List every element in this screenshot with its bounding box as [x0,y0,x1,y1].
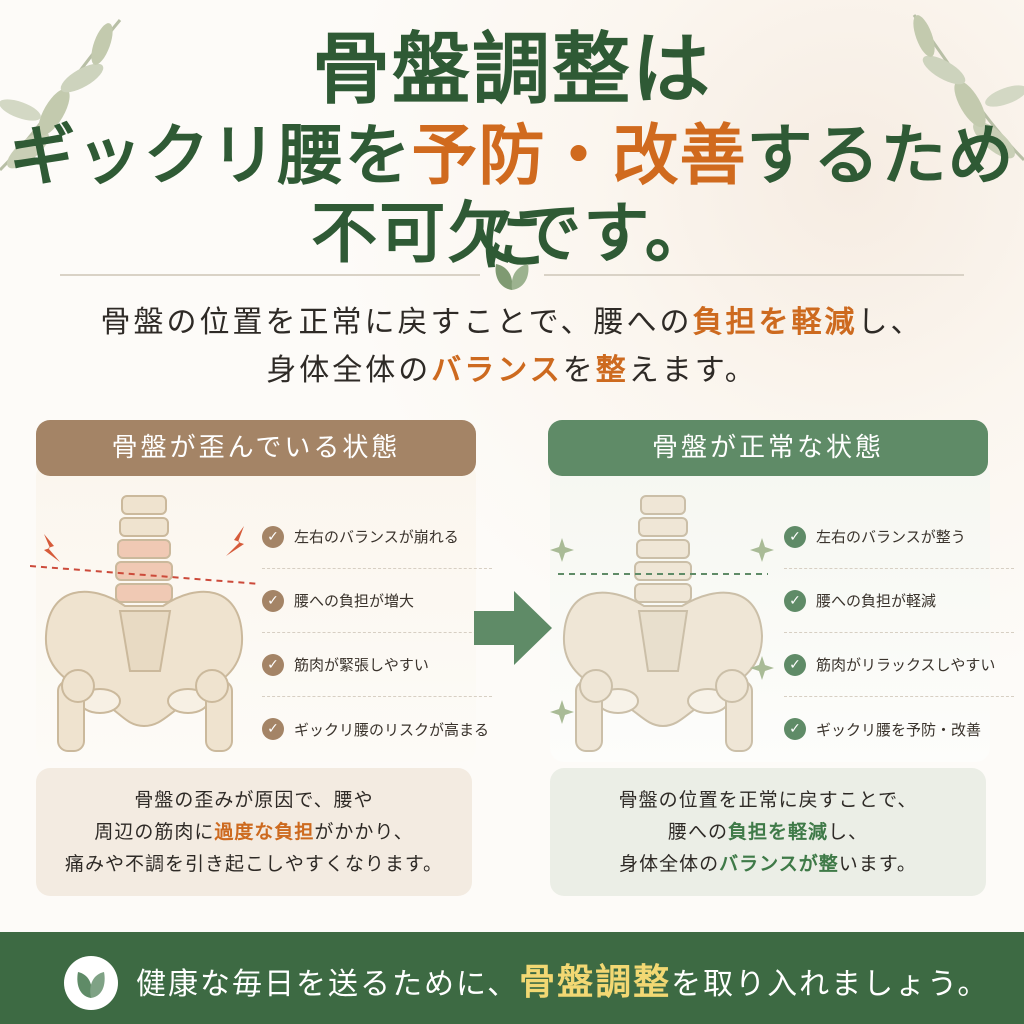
list-item-label: 筋肉がリラックスしやすい [816,656,996,674]
list-item: ✓ 左右のバランスが崩れる [262,505,492,569]
sparkle-icon [750,656,774,680]
right-panel-title: 骨盤が正常な状態 [548,420,988,476]
pain-spark-icon [44,534,60,562]
note-line: 骨盤の歪みが原因で、腰や [134,789,374,811]
footer-highlight: 骨盤調整 [519,962,672,1003]
divider-left [60,274,480,276]
lead-text: えます。 [628,353,758,388]
lead-text: を [562,353,596,388]
sparkle-icon [750,538,774,562]
pain-spark-icon [226,526,244,556]
list-item: ✓ 筋肉がリラックスしやすい [784,633,1014,697]
leaf-branch-icon [912,14,1024,162]
check-icon: ✓ [262,653,284,676]
list-item-label: 左右のバランスが崩れる [294,528,459,546]
note-line: 骨盤の位置を正常に戻すことで、 [618,789,918,811]
footer-message: 健康な毎日を送るために、骨盤調整を取り入れましょう。 [136,956,989,1012]
note-highlight: 過度な負担 [214,821,315,843]
lead-line-1: 骨盤の位置を正常に戻すことで、腰への負担を軽減し、 [0,300,1024,346]
footer-text: を取り入れましょう。 [671,967,990,1002]
note-line: 痛みや不調を引き起こしやすくなります。 [65,853,443,875]
lead-line-2: 身体全体のバランスを整えます。 [0,348,1024,394]
note-text: 腰への [667,821,728,843]
check-icon: ✓ [784,589,806,612]
lead-highlight: 負担を軽減 [692,305,858,340]
note-text: います。 [838,853,917,875]
note-text: がかかり、 [314,821,414,843]
note-text: 身体全体の [619,853,720,875]
arrow-right-icon [474,591,552,665]
lead-text: し、 [857,305,924,340]
divider-right [544,274,964,276]
list-item: ✓ 腰への負担が増大 [262,569,492,633]
note-highlight: 負担を軽減 [727,821,828,843]
lead-text: 身体全体の [266,353,432,388]
list-item: ✓ ギックリ腰を予防・改善 [784,697,1014,761]
sparkle-icon [550,700,574,724]
check-icon: ✓ [784,653,806,676]
note-text: し、 [828,821,869,843]
note-line: 身体全体のバランスが整います。 [550,848,986,880]
check-icon: ✓ [784,718,806,740]
note-line: 周辺の筋肉に過度な負担がかかり、 [36,816,472,848]
list-item: ✓ 腰への負担が軽減 [784,569,1014,633]
normal-pelvis-illustration [550,495,774,752]
check-icon: ✓ [262,718,284,740]
check-icon: ✓ [784,525,806,548]
leaf-sprout-icon [495,264,529,290]
distorted-pelvis-illustration [30,495,260,752]
leaf-branch-icon [0,19,122,172]
list-item-label: 腰への負担が増大 [294,592,415,610]
list-item-label: 筋肉が緊張しやすい [294,656,429,674]
list-item-label: 腰への負担が軽減 [816,592,937,610]
sparkle-icon [550,538,574,562]
left-check-list: ✓ 左右のバランスが崩れる ✓ 腰への負担が増大 ✓ 筋肉が緊張しやすい ✓ ギックリ腰… [262,505,492,761]
list-item: ✓ 筋肉が緊張しやすい [262,633,492,697]
list-item-label: ギックリ腰を予防・改善 [816,720,982,739]
check-icon: ✓ [262,589,284,612]
note-text: 周辺の筋肉に [94,821,215,843]
footer-banner: 健康な毎日を送るために、骨盤調整を取り入れましょう。 [0,932,1024,1024]
right-note-box: 骨盤の位置を正常に戻すことで、 腰への負担を軽減し、 身体全体のバランスが整いま… [550,768,986,896]
lead-highlight: 整 [595,353,629,388]
check-icon: ✓ [262,525,284,548]
list-item: ✓ 左右のバランスが整う [784,505,1014,569]
right-check-list: ✓ 左右のバランスが整う ✓ 腰への負担が軽減 ✓ 筋肉がリラックスしやすい ✓ ギック… [784,505,1014,761]
headline-highlight: 予防・改善 [411,116,747,194]
leaf-logo-icon [64,956,118,1010]
list-item-label: ギックリ腰のリスクが高まる [294,720,490,739]
left-panel-title: 骨盤が歪んでいる状態 [36,420,476,476]
headline-line-2: ギックリ腰を予防・改善するために [0,112,1024,284]
list-item: ✓ ギックリ腰のリスクが高まる [262,697,492,761]
lead-highlight: バランス [431,353,563,388]
note-highlight: バランスが整 [719,853,839,875]
headline-text: するために [478,116,1015,280]
headline-text: ギックリ腰を [9,116,412,194]
headline-line-3: 不可欠です。 [311,194,713,272]
note-line: 腰への負担を軽減し、 [550,816,986,848]
lead-text: 骨盤の位置を正常に戻すことで、腰への [100,305,693,340]
list-item-label: 左右のバランスが整う [816,528,966,546]
headline-line-1: 骨盤調整は [311,24,712,115]
footer-text: 健康な毎日を送るために、 [136,967,520,1002]
left-note-box: 骨盤の歪みが原因で、腰や 周辺の筋肉に過度な負担がかかり、 痛みや不調を引き起こ… [36,768,472,896]
